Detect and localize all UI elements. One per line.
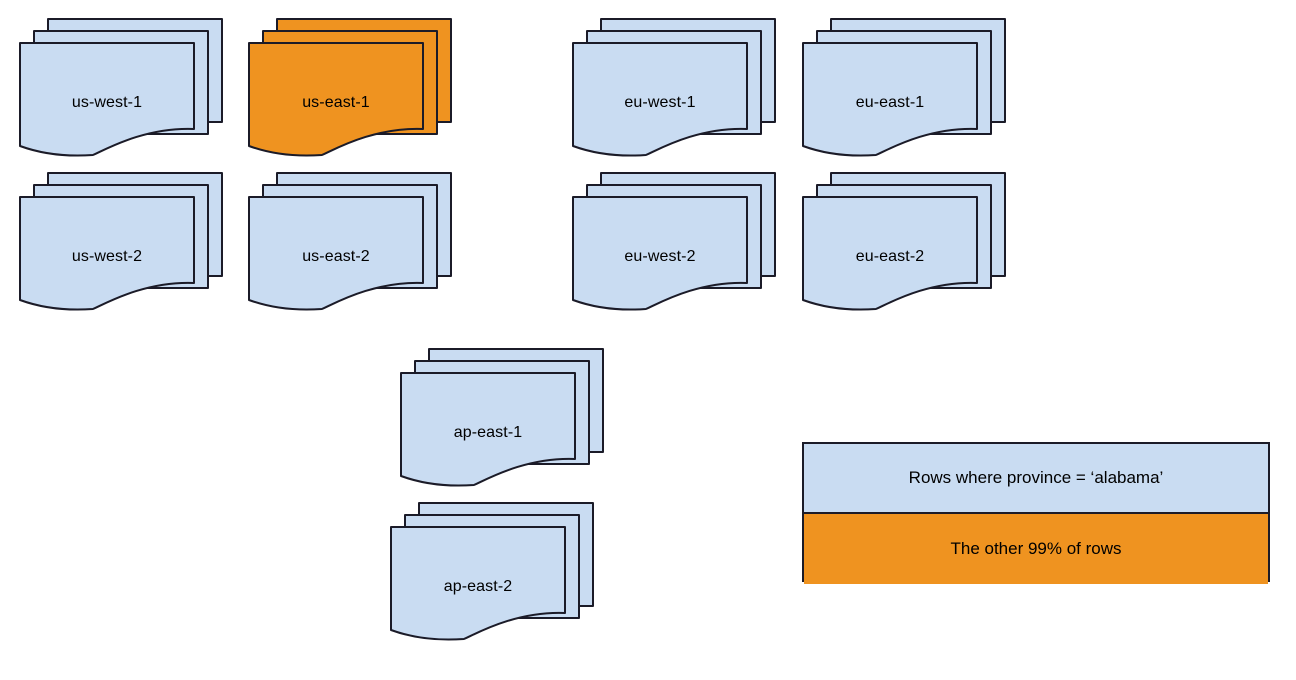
multi-document-icon — [248, 172, 452, 311]
multi-document-icon — [802, 18, 1006, 157]
multi-document-icon — [19, 18, 223, 157]
sheet-front — [802, 42, 978, 157]
sheet-front — [19, 196, 195, 311]
multi-document-icon — [248, 18, 452, 157]
multi-document-icon — [19, 172, 223, 311]
region-stack-ap-east-1[interactable]: ap-east-1 — [400, 348, 608, 487]
region-stack-us-west-2[interactable]: us-west-2 — [19, 172, 227, 311]
legend-row-label: Rows where province = ‘alabama’ — [908, 468, 1164, 487]
sheet-front — [390, 526, 566, 641]
multi-document-icon — [400, 348, 604, 487]
sheet-front — [248, 42, 424, 157]
region-stack-us-east-1[interactable]: us-east-1 — [248, 18, 456, 157]
multi-document-icon — [572, 172, 776, 311]
multi-document-icon — [572, 18, 776, 157]
region-stack-us-east-2[interactable]: us-east-2 — [248, 172, 456, 311]
sheet-front — [802, 196, 978, 311]
sheet-front — [19, 42, 195, 157]
region-stack-us-west-1[interactable]: us-west-1 — [19, 18, 227, 157]
legend-row-label: The other 99% of rows — [950, 539, 1122, 558]
region-stack-eu-west-1[interactable]: eu-west-1 — [572, 18, 780, 157]
sheet-front — [248, 196, 424, 311]
multi-document-icon — [802, 172, 1006, 311]
legend-row-blue: Rows where province = ‘alabama’ — [804, 444, 1268, 514]
legend: Rows where province = ‘alabama’ The other… — [802, 442, 1270, 584]
sheet-front — [400, 372, 576, 487]
multi-document-icon — [390, 502, 594, 641]
region-stack-eu-west-2[interactable]: eu-west-2 — [572, 172, 780, 311]
region-stack-eu-east-1[interactable]: eu-east-1 — [802, 18, 1010, 157]
legend-row-orange: The other 99% of rows — [804, 514, 1268, 584]
region-stack-ap-east-2[interactable]: ap-east-2 — [390, 502, 598, 641]
sheet-front — [572, 42, 748, 157]
region-stack-eu-east-2[interactable]: eu-east-2 — [802, 172, 1010, 311]
sheet-front — [572, 196, 748, 311]
